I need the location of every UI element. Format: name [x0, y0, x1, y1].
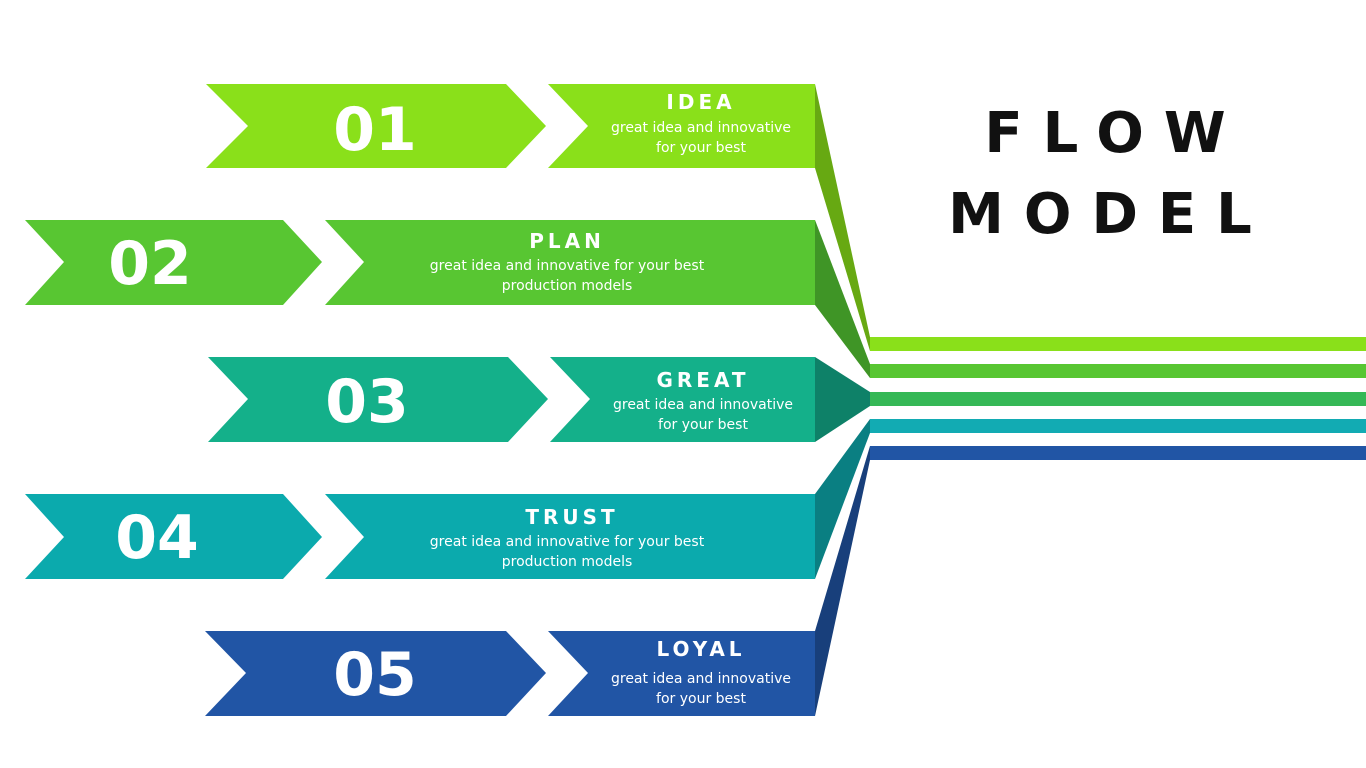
step-title: GREAT	[656, 368, 749, 392]
number-chevron	[206, 84, 546, 168]
step-04: 04 TRUST great idea and innovative for y…	[25, 494, 815, 579]
step-desc-line1: great idea and innovative	[611, 671, 791, 687]
stripe-3	[870, 392, 1366, 406]
step-desc-line1: great idea and innovative for your best	[430, 534, 705, 550]
label-chevron	[548, 84, 815, 168]
label-chevron	[325, 220, 815, 305]
step-number: 01	[333, 95, 417, 165]
stripe-4	[870, 419, 1366, 433]
title-line1: FLOW	[984, 101, 1245, 166]
step-number: 04	[115, 503, 199, 573]
step-desc-line2: for your best	[656, 140, 746, 156]
step-03: 03 GREAT great idea and innovative for y…	[208, 357, 815, 442]
step-number: 05	[333, 640, 417, 710]
step-desc-line2: for your best	[658, 417, 748, 433]
step-01: 01 IDEA great idea and innovative for yo…	[206, 84, 815, 168]
step-desc-line2: production models	[502, 554, 633, 570]
label-chevron	[548, 631, 815, 716]
step-desc-line1: great idea and innovative	[611, 120, 791, 136]
stripe-2	[870, 364, 1366, 378]
connector-4	[815, 419, 870, 579]
step-02: 02 PLAN great idea and innovative for yo…	[25, 220, 815, 305]
step-desc-line2: for your best	[656, 691, 746, 707]
step-desc-line1: great idea and innovative	[613, 397, 793, 413]
step-title: PLAN	[529, 229, 605, 253]
number-chevron	[25, 494, 322, 579]
connector-2	[815, 220, 870, 378]
stripes-group	[870, 337, 1366, 460]
step-desc-line2: production models	[502, 278, 633, 294]
connector-3	[815, 357, 870, 442]
step-title: TRUST	[525, 505, 618, 529]
connector-1	[815, 84, 870, 351]
number-chevron	[208, 357, 548, 442]
step-title: IDEA	[666, 90, 735, 114]
title-line2: MODEL	[948, 182, 1272, 247]
stripe-5	[870, 446, 1366, 460]
connector-group	[815, 84, 870, 716]
number-chevron	[205, 631, 546, 716]
label-chevron	[550, 357, 815, 442]
step-number: 02	[108, 229, 192, 299]
main-title: FLOW MODEL	[948, 101, 1272, 247]
stripe-1	[870, 337, 1366, 351]
step-number: 03	[325, 367, 409, 437]
connector-5	[815, 446, 870, 716]
number-chevron	[25, 220, 322, 305]
step-title: LOYAL	[656, 637, 745, 661]
label-chevron	[325, 494, 815, 579]
step-desc-line1: great idea and innovative for your best	[430, 258, 705, 274]
step-05: 05 LOYAL great idea and innovative for y…	[205, 631, 815, 716]
